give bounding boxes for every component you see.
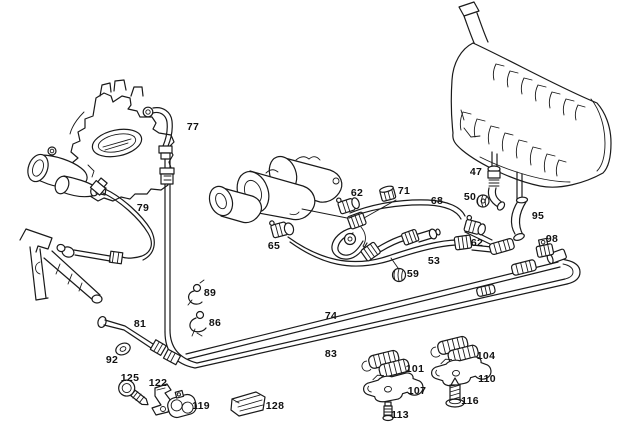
engine-assembly-drawing <box>69 79 175 202</box>
grommet-92-drawing <box>115 342 131 356</box>
block-128-drawing <box>230 391 266 417</box>
grommet-50-drawing <box>476 194 490 208</box>
fuel-line-77-drawing <box>142 106 175 333</box>
fuel-tank-drawing <box>450 1 612 200</box>
fuel-line-81-drawing <box>97 315 182 366</box>
clip-89-drawing <box>187 279 205 306</box>
screw-125-drawing <box>118 379 149 406</box>
clip-119-drawing <box>167 389 197 419</box>
clamp-98-drawing <box>535 237 555 258</box>
screw-116-drawing <box>445 377 465 408</box>
pipe-clamp-101-drawing <box>361 349 410 378</box>
fuel-filter-canisters-drawing <box>208 155 353 224</box>
clamp-62-right-drawing <box>463 214 486 236</box>
return-hose-drawing <box>287 234 515 267</box>
clip-86-drawing <box>189 310 207 337</box>
nut-71-drawing <box>363 185 397 219</box>
bracket-110-drawing <box>430 356 492 387</box>
hose-assembly-53-drawing <box>331 211 441 262</box>
fuel-pipes-74-83-drawing <box>164 248 581 369</box>
bracket-107-drawing <box>362 372 424 403</box>
clamp-62-left-drawing <box>336 197 360 215</box>
frame-bracket-drawing <box>19 228 103 304</box>
screw-113-drawing <box>382 401 394 422</box>
grommet-59-drawing <box>390 257 407 283</box>
fuel-line-79-drawing <box>56 177 155 265</box>
clamp-65-drawing <box>269 220 295 239</box>
hose-95-drawing <box>510 196 529 241</box>
clip-122-drawing <box>151 383 172 416</box>
vent-fitting-47-drawing <box>487 165 506 211</box>
